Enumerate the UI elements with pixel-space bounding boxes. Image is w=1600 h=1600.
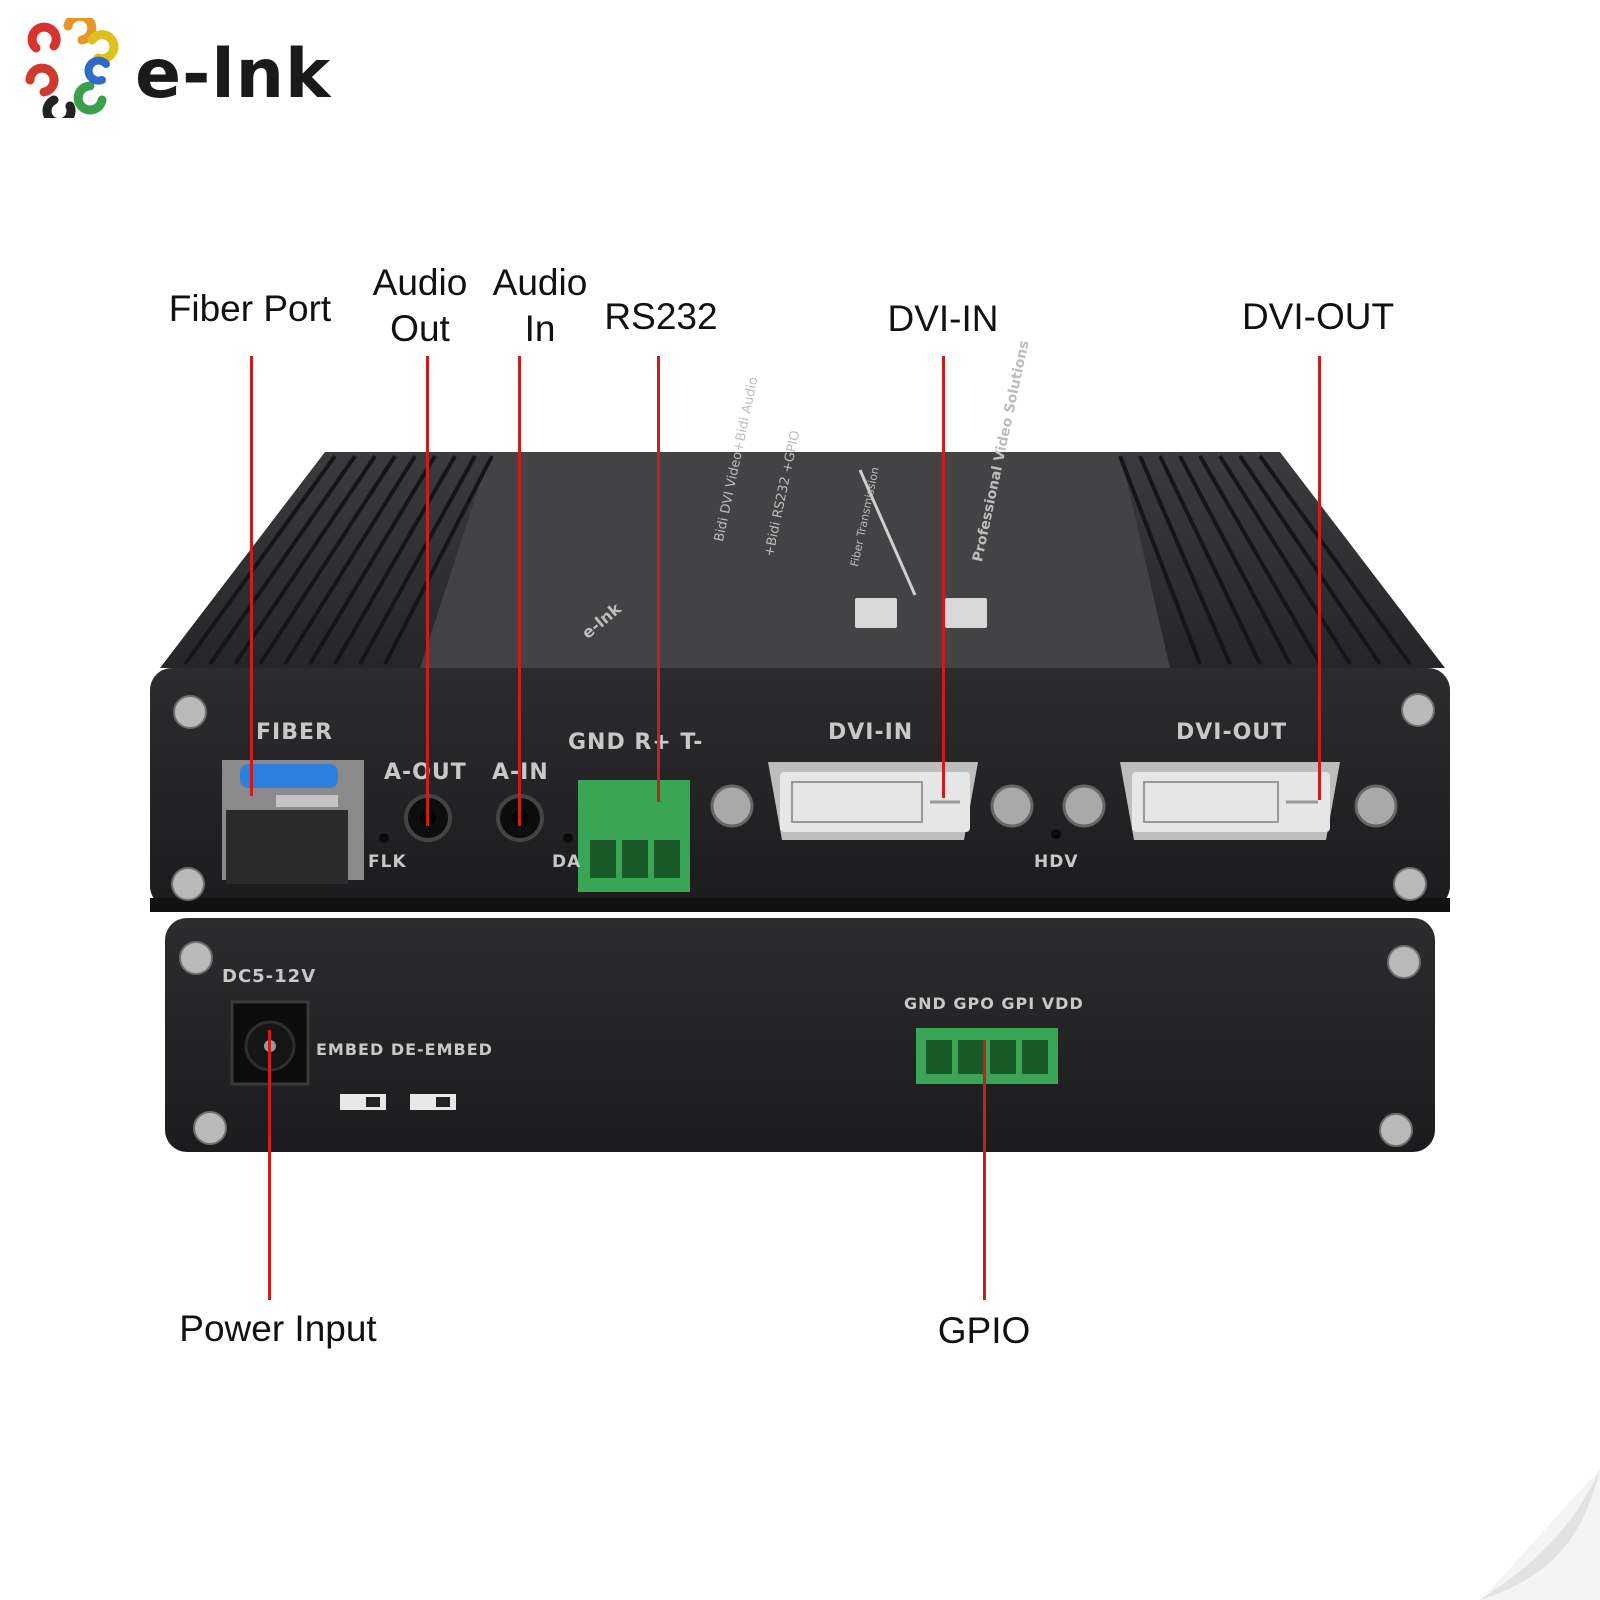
panel-label-da: DA <box>552 852 582 872</box>
callout-gpio: GPIO <box>937 1310 1031 1351</box>
lower-unit-front <box>165 918 1435 1152</box>
panel-label-rs232-pins: GND R+ T- <box>568 730 704 755</box>
page-curl-corner <box>1480 1470 1600 1600</box>
callout-audio-out-line1: Audio <box>372 262 468 303</box>
panel-label-gpio-pins: GND GPO GPI VDD <box>904 994 1084 1013</box>
gpio-leader-line <box>983 1040 986 1300</box>
rs232-leader-line <box>657 356 660 802</box>
panel-label-flk: FLK <box>368 852 407 872</box>
callout-rs232: RS232 <box>604 296 718 337</box>
panel-label-dc: DC5-12V <box>222 966 317 987</box>
panel-label-hdv: HDV <box>1034 852 1079 872</box>
power-input-leader-line <box>268 1030 271 1300</box>
audio-in-leader-line <box>518 356 521 826</box>
callout-audio-out-line2: Out <box>390 308 450 349</box>
panel-label-embed: EMBED DE-EMBED <box>316 1040 493 1059</box>
panel-label-fiber: FIBER <box>256 720 333 745</box>
upper-unit-front <box>150 668 1450 912</box>
callout-dvi-in: DVI-IN <box>887 298 999 339</box>
callout-audio-out: Audio Out <box>360 260 480 352</box>
panel-label-a-out: A-OUT <box>384 760 467 785</box>
panel-label-dvi-out: DVI-OUT <box>1176 720 1288 745</box>
dvi-out-leader-line <box>1318 356 1321 800</box>
callout-audio-in-line1: Audio <box>492 262 588 303</box>
callout-fiber-port: Fiber Port <box>168 288 332 329</box>
callout-audio-in: Audio In <box>480 260 600 352</box>
dvi-in-leader-line <box>942 356 945 798</box>
brand-name: e-lnk <box>135 35 332 114</box>
callout-power-input: Power Input <box>179 1308 377 1349</box>
fiber-port-leader-line <box>250 356 253 796</box>
audio-out-leader-line <box>426 356 429 826</box>
callout-dvi-out: DVI-OUT <box>1241 296 1395 337</box>
top-cover <box>160 452 1445 668</box>
panel-label-dvi-in: DVI-IN <box>828 720 914 745</box>
callout-audio-in-line2: In <box>524 308 556 349</box>
